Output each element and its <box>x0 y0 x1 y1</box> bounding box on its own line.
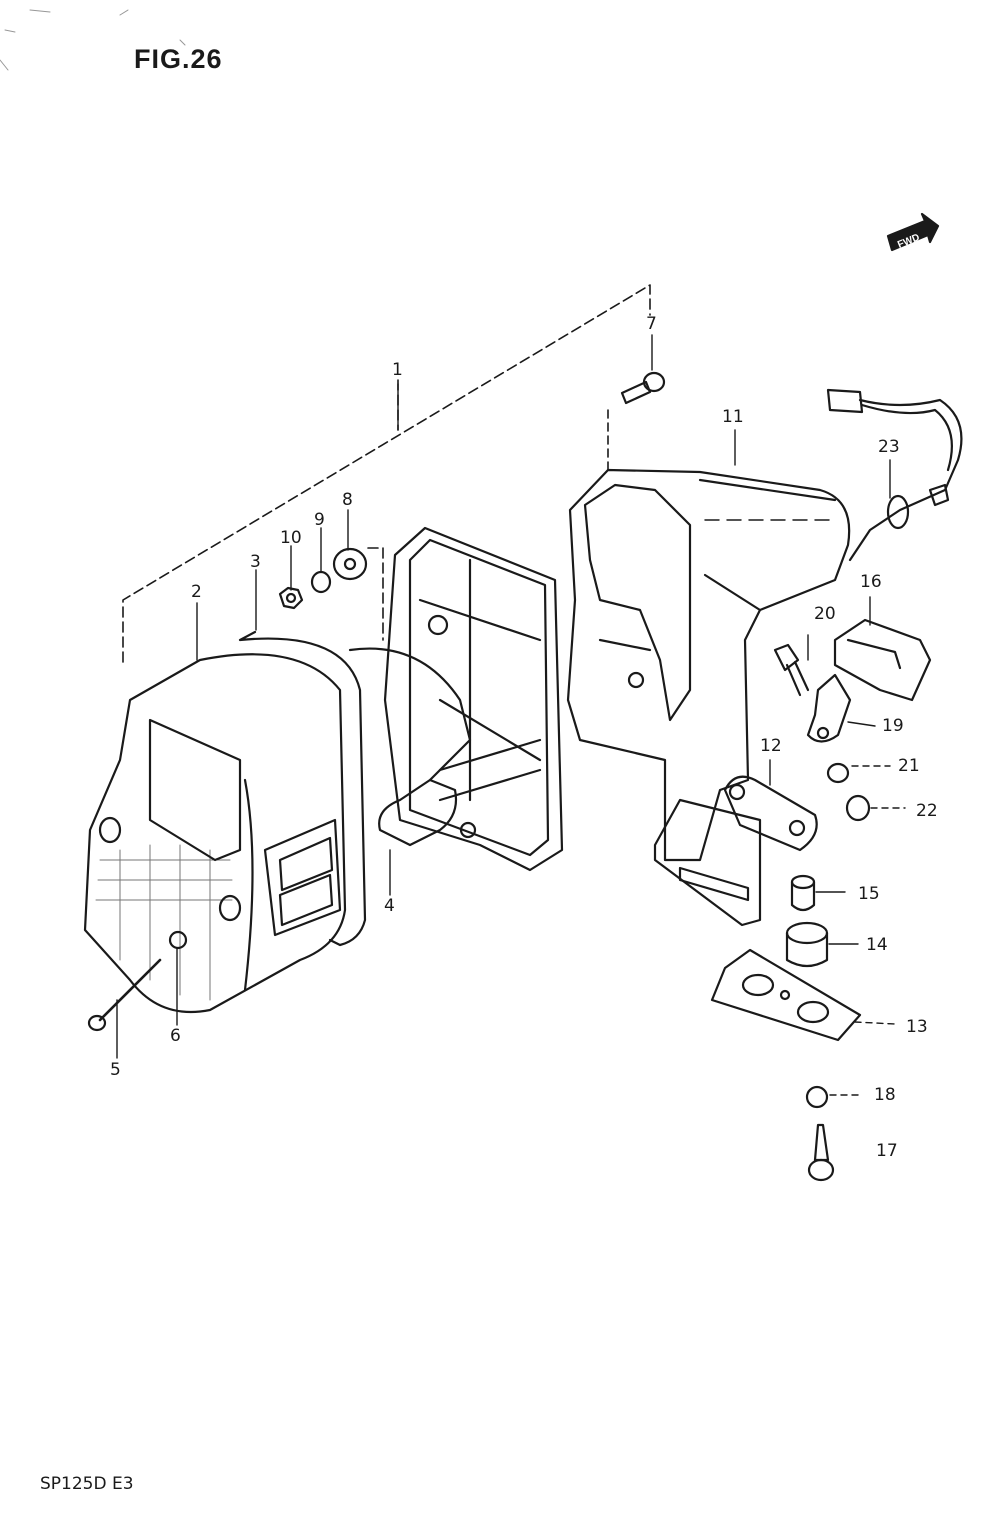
callout-5: 5 <box>110 1060 121 1080</box>
license-plate-bracket <box>653 798 762 927</box>
part-20-bolt <box>773 643 810 697</box>
callout-14: 14 <box>866 935 888 955</box>
callout-4: 4 <box>384 896 395 916</box>
part-23-wiring-harness <box>826 388 963 562</box>
callout-18: 18 <box>874 1085 896 1105</box>
callout-12: 12 <box>760 736 782 756</box>
callout-10: 10 <box>280 528 302 548</box>
part-13-plate <box>710 948 862 1042</box>
callout-6: 6 <box>170 1026 181 1046</box>
callout-7: 7 <box>646 314 657 334</box>
callout-21: 21 <box>898 756 920 776</box>
callout-19: 19 <box>882 716 904 736</box>
part-10-nut <box>278 586 304 610</box>
lamp-base-frame <box>383 526 564 872</box>
callout-1: 1 <box>392 360 403 380</box>
part-17-bolt <box>807 1123 835 1182</box>
scan-speckle <box>0 9 186 71</box>
callout-17: 17 <box>876 1141 898 1161</box>
part-3-gasket <box>238 630 367 947</box>
part-7-screw <box>620 371 666 405</box>
part-8-washer <box>332 547 368 581</box>
assembly-bracket-1 <box>122 284 651 663</box>
part-19-bracket <box>806 673 852 743</box>
model-code: SP125D E3 <box>40 1474 134 1494</box>
part-12-clamp <box>723 775 818 852</box>
part-21-nut <box>826 762 850 784</box>
part-11-rear-fender-bracket <box>566 468 851 862</box>
forward-arrow-icon <box>886 212 940 252</box>
callout-8: 8 <box>342 490 353 510</box>
part-4-bulb-socket <box>348 647 542 847</box>
part-9-lock-washer <box>310 570 332 594</box>
part-5-screw <box>87 958 162 1032</box>
part-2-tail-lamp-lens <box>83 653 347 1014</box>
callout-20: 20 <box>814 604 836 624</box>
part-14-cushion <box>785 921 829 968</box>
callout-2: 2 <box>191 582 202 602</box>
callout-3: 3 <box>250 552 261 572</box>
callout-9: 9 <box>314 510 325 530</box>
callout-16: 16 <box>860 572 882 592</box>
part-16-cover <box>833 618 932 702</box>
callout-11: 11 <box>722 407 744 427</box>
callout-15: 15 <box>858 884 880 904</box>
part-18-washer <box>805 1085 829 1109</box>
callout-leaders <box>116 334 906 1096</box>
callout-22: 22 <box>916 801 938 821</box>
figure-title: FIG.26 <box>134 44 223 74</box>
part-15-collar <box>790 874 816 912</box>
callout-13: 13 <box>906 1017 928 1037</box>
part-6-washer <box>168 930 188 950</box>
callout-23: 23 <box>878 437 900 457</box>
part-22-cushion <box>845 794 871 822</box>
